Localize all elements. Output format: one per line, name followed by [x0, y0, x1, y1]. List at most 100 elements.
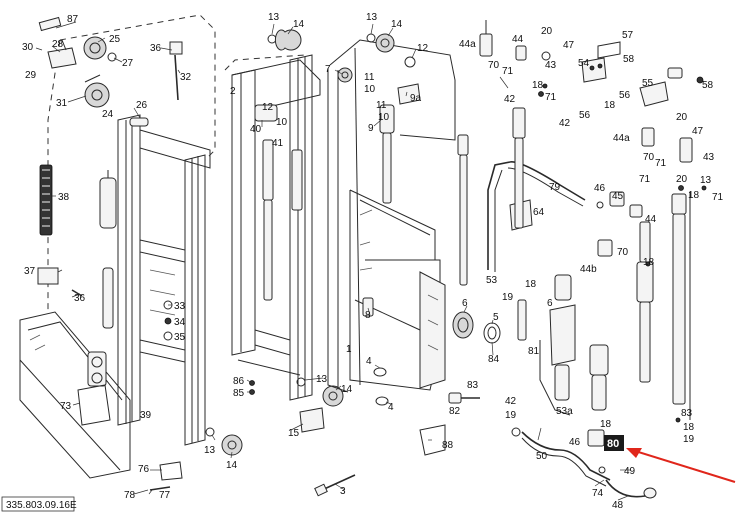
label-42-c[interactable]: 42 — [505, 396, 517, 407]
label-40[interactable]: 40 — [250, 124, 262, 135]
label-8[interactable]: 8 — [365, 310, 371, 321]
label-10-b[interactable]: 10 — [364, 84, 376, 95]
label-36[interactable]: 36 — [74, 293, 86, 304]
highlight-label-80[interactable]: 80 — [607, 438, 619, 450]
label-11-b[interactable]: 11 — [376, 100, 387, 111]
label-4-a[interactable]: 4 — [366, 356, 372, 367]
label-13-e[interactable]: 13 — [700, 175, 712, 186]
label-34[interactable]: 34 — [174, 317, 186, 328]
label-19-a[interactable]: 19 — [502, 292, 514, 303]
label-39[interactable]: 39 — [140, 410, 152, 421]
label-73[interactable]: 73 — [60, 401, 72, 412]
label-13-c[interactable]: 13 — [204, 445, 216, 456]
label-38[interactable]: 38 — [58, 192, 70, 203]
label-20-c[interactable]: 20 — [676, 174, 688, 185]
label-43-b[interactable]: 43 — [703, 152, 715, 163]
label-71-d[interactable]: 71 — [639, 174, 651, 185]
label-83-right[interactable]: 83 — [681, 408, 693, 419]
label-14-d[interactable]: 14 — [391, 19, 403, 30]
label-77[interactable]: 77 — [159, 490, 171, 501]
label-13-a[interactable]: 13 — [268, 12, 280, 23]
label-45[interactable]: 45 — [612, 191, 624, 202]
label-29[interactable]: 29 — [25, 70, 37, 81]
label-20-b[interactable]: 20 — [676, 112, 688, 123]
label-44b[interactable]: 44b — [580, 264, 597, 275]
label-2[interactable]: 2 — [230, 86, 236, 97]
label-56-a[interactable]: 56 — [619, 90, 631, 101]
label-36-top[interactable]: 36 — [150, 43, 162, 54]
label-88[interactable]: 88 — [442, 440, 454, 451]
label-14-c[interactable]: 14 — [226, 460, 238, 471]
label-71-e[interactable]: 71 — [712, 192, 724, 203]
label-18-g[interactable]: 18 — [688, 190, 700, 201]
label-82[interactable]: 82 — [449, 406, 461, 417]
label-18-e[interactable]: 18 — [600, 419, 612, 430]
label-18-d[interactable]: 18 — [525, 279, 537, 290]
label-44a-top[interactable]: 44a — [459, 39, 476, 50]
highlighted-part-callout[interactable]: 80 — [604, 435, 736, 483]
label-6-right[interactable]: 6 — [547, 298, 553, 309]
label-19-b[interactable]: 19 — [505, 410, 517, 421]
label-28[interactable]: 28 — [52, 39, 64, 50]
label-33[interactable]: 33 — [174, 301, 186, 312]
label-49[interactable]: 49 — [624, 466, 636, 477]
label-58-a[interactable]: 58 — [623, 54, 635, 65]
label-18-f[interactable]: 18 — [683, 422, 695, 433]
label-32[interactable]: 32 — [180, 72, 192, 83]
label-64[interactable]: 64 — [533, 207, 545, 218]
label-71-b[interactable]: 71 — [545, 92, 557, 103]
label-55[interactable]: 55 — [642, 78, 654, 89]
label-76[interactable]: 76 — [138, 464, 150, 475]
label-10-c[interactable]: 10 — [378, 112, 390, 123]
label-44-top[interactable]: 44 — [512, 34, 524, 45]
label-48[interactable]: 48 — [612, 500, 624, 511]
label-13-b[interactable]: 13 — [316, 374, 328, 385]
label-4-b[interactable]: 4 — [388, 402, 394, 413]
label-71-c[interactable]: 71 — [655, 158, 667, 169]
label-58-b[interactable]: 58 — [702, 80, 714, 91]
label-85[interactable]: 85 — [233, 388, 245, 399]
label-27[interactable]: 27 — [122, 58, 134, 69]
label-37[interactable]: 37 — [24, 266, 36, 277]
label-44-right[interactable]: 44 — [645, 214, 657, 225]
label-15[interactable]: 15 — [288, 428, 300, 439]
label-44a-right[interactable]: 44a — [613, 133, 630, 144]
label-41[interactable]: 41 — [272, 138, 284, 149]
label-19-c[interactable]: 19 — [683, 434, 695, 445]
label-53[interactable]: 53 — [486, 275, 498, 286]
label-79[interactable]: 79 — [549, 182, 561, 193]
label-53a[interactable]: 53a — [556, 406, 573, 417]
label-24[interactable]: 24 — [102, 109, 114, 120]
label-81[interactable]: 81 — [528, 346, 540, 357]
label-70-a[interactable]: 70 — [488, 60, 500, 71]
label-13-d[interactable]: 13 — [366, 12, 378, 23]
label-86[interactable]: 86 — [233, 376, 245, 387]
label-87[interactable]: 87 — [67, 14, 79, 25]
label-20-a[interactable]: 20 — [541, 26, 553, 37]
label-18-b[interactable]: 18 — [604, 100, 616, 111]
label-78[interactable]: 78 — [124, 490, 136, 501]
label-57[interactable]: 57 — [622, 30, 634, 41]
label-70-c[interactable]: 70 — [617, 247, 629, 258]
label-43-a[interactable]: 43 — [545, 60, 557, 71]
label-12-a[interactable]: 12 — [262, 102, 274, 113]
label-30[interactable]: 30 — [22, 42, 34, 53]
label-11-a[interactable]: 11 — [364, 72, 375, 83]
label-47-b[interactable]: 47 — [692, 126, 704, 137]
label-14-a[interactable]: 14 — [293, 19, 305, 30]
label-35[interactable]: 35 — [174, 332, 186, 343]
label-31[interactable]: 31 — [56, 98, 68, 109]
label-9a[interactable]: 9a — [410, 93, 422, 104]
label-71-a[interactable]: 71 — [502, 66, 514, 77]
label-50[interactable]: 50 — [536, 451, 548, 462]
label-7[interactable]: 7 — [325, 64, 331, 75]
label-10-a[interactable]: 10 — [276, 117, 288, 128]
label-46-bottom[interactable]: 46 — [569, 437, 581, 448]
label-42-a[interactable]: 42 — [504, 94, 516, 105]
label-83[interactable]: 83 — [467, 380, 479, 391]
label-5[interactable]: 5 — [493, 312, 499, 323]
label-42-b[interactable]: 42 — [559, 118, 571, 129]
label-46[interactable]: 46 — [594, 183, 606, 194]
label-47-a[interactable]: 47 — [563, 40, 575, 51]
label-56-b[interactable]: 56 — [579, 110, 591, 121]
